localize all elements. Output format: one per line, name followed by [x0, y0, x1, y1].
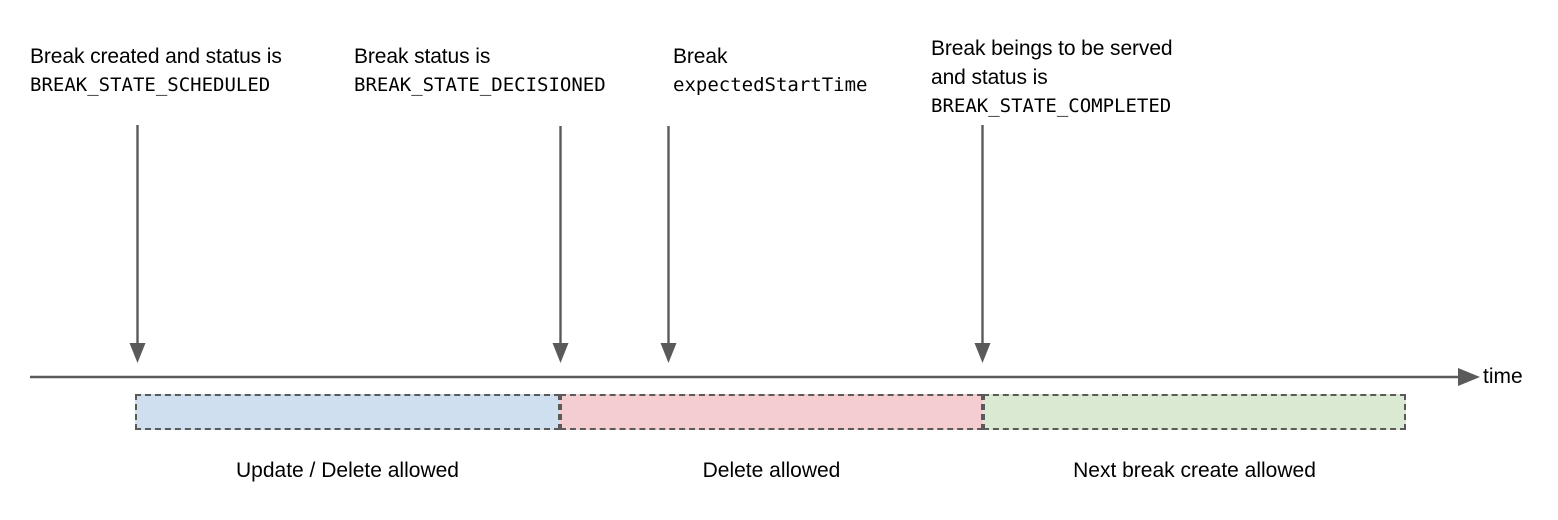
- annotation-decisioned: Break status is BREAK_STATE_DECISIONED: [354, 42, 606, 100]
- annotation-expected-start-time: Break expectedStartTime: [673, 42, 867, 100]
- annotation-expected-start-time-line1: Break: [673, 45, 728, 68]
- phase-caption-update-delete: Update / Delete allowed: [236, 459, 459, 482]
- marker-decisioned-arrow-down-icon: [549, 126, 573, 365]
- phase-caption-delete: Delete allowed: [702, 459, 841, 482]
- annotation-completed-line2: and status is: [931, 66, 1048, 89]
- annotation-scheduled-line2: BREAK_STATE_SCHEDULED: [30, 74, 271, 96]
- annotation-scheduled-line1: Break created and status is: [30, 45, 282, 68]
- phase-bar-next-create: [983, 394, 1406, 430]
- phase-caption-next-create: Next break create allowed: [1073, 459, 1316, 482]
- annotation-completed-line3: BREAK_STATE_COMPLETED: [931, 95, 1172, 117]
- annotation-decisioned-line1: Break status is: [354, 45, 491, 68]
- phase-bar-delete: [560, 394, 983, 430]
- annotation-expected-start-time-line2: expectedStartTime: [673, 74, 868, 96]
- annotation-scheduled: Break created and status is BREAK_STATE_…: [30, 42, 282, 100]
- marker-completed-arrow-down-icon: [971, 125, 995, 365]
- phase-bar-update-delete: [135, 394, 560, 430]
- time-axis: [30, 360, 1490, 394]
- marker-scheduled-arrow-down-icon: [126, 125, 150, 365]
- annotation-completed-line1: Break beings to be served: [931, 37, 1173, 60]
- annotation-completed: Break beings to be served and status is …: [931, 34, 1173, 121]
- time-axis-label: time: [1483, 365, 1523, 388]
- marker-expected-start-time-arrow-down-icon: [657, 126, 681, 365]
- annotation-decisioned-line2: BREAK_STATE_DECISIONED: [354, 74, 606, 96]
